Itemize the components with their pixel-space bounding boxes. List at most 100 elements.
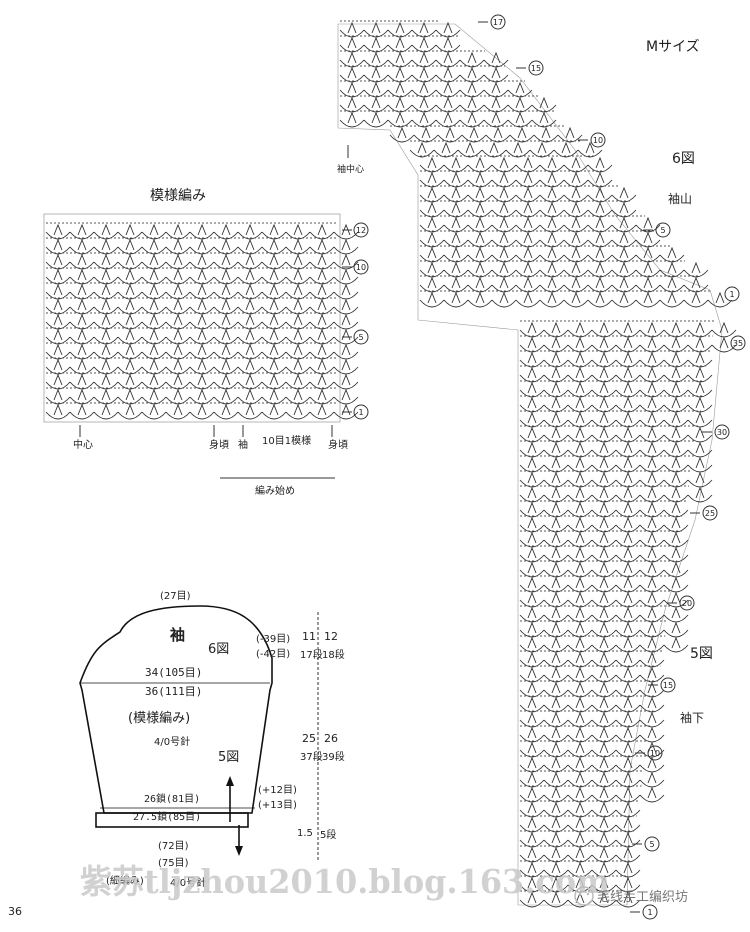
- cap-rows-b: 18段: [322, 648, 345, 661]
- stitch-row: [519, 831, 641, 848]
- inc-a: (+12目): [258, 785, 297, 796]
- stitch-row: [519, 456, 713, 473]
- watermark-url: 紫苏tljzhou2010.blog.163.com: [80, 862, 610, 901]
- stitch-row: [519, 846, 641, 863]
- cuff-height: 1.5: [297, 828, 313, 839]
- stitch-row: [519, 786, 665, 803]
- body-rows-a: 37段: [300, 750, 323, 763]
- chart-row-1b: 1: [647, 908, 652, 917]
- chart-row-15b: 15: [663, 681, 673, 690]
- stitch-row: [519, 516, 689, 533]
- stitch-row: [419, 201, 637, 218]
- page-number: 36: [8, 905, 22, 918]
- increase-arrowhead: [226, 776, 234, 786]
- stitch-row: [519, 636, 689, 653]
- stitch-row: [519, 816, 641, 833]
- swatch-repeat-label: 10目1模様: [262, 434, 311, 447]
- stitch-row: [45, 283, 359, 300]
- swatch-start-label: 編み始め: [255, 484, 295, 497]
- cap-dec-b: (-42目): [256, 649, 290, 660]
- stitch-row: [519, 681, 665, 698]
- stitch-row: [519, 531, 689, 548]
- stitch-row: [519, 336, 737, 353]
- stitch-row: [519, 441, 713, 458]
- stitch-row: [339, 96, 557, 113]
- chart-row-5a: 5: [660, 226, 665, 235]
- swatch-title: 模様編み: [150, 188, 206, 204]
- sleeve-chart: Mサイズ 6図 袖山 5図 袖下 袖中心 17 15 10 5 1 35 30 …: [337, 14, 746, 920]
- stitch-row: [45, 358, 359, 375]
- stitch-row: [519, 741, 665, 758]
- chart-row-20: 20: [682, 599, 692, 608]
- swatch-body-a: 身頃: [209, 438, 229, 451]
- stitch-row: [419, 261, 709, 278]
- stitch-row: [339, 81, 533, 98]
- stitch-row: [45, 268, 359, 285]
- stitch-row: [339, 51, 509, 68]
- sleeve-outline: [79, 605, 273, 814]
- stitch-row: [339, 21, 461, 38]
- cap-height-a: 11: [302, 630, 316, 643]
- swatch-row-1: 1: [358, 408, 363, 417]
- stitch-row: [519, 411, 713, 428]
- watermark-badge: 毛线手工编织坊: [574, 886, 688, 906]
- stitch-row: [519, 666, 665, 683]
- swatch-row-markers: 12 10 5 1: [342, 222, 369, 420]
- wechat-icon: [574, 886, 594, 906]
- stitch-row: [519, 711, 665, 728]
- pattern-name: (模様編み): [128, 710, 190, 726]
- stitch-row: [409, 141, 603, 158]
- cap-height-b: 12: [324, 630, 338, 643]
- chart-row-30: 30: [717, 428, 727, 437]
- width-upper-a: 34(105目): [145, 666, 202, 679]
- stitch-row: [419, 171, 613, 188]
- edging-label: (細編み): [106, 874, 144, 887]
- chart-row-15a: 15: [531, 64, 541, 73]
- edging-needle: 4/0号針: [170, 876, 206, 889]
- stitch-row: [519, 351, 713, 368]
- swatch-row-12: 12: [356, 226, 366, 235]
- cap-rows-a: 17段: [300, 648, 323, 661]
- chart-row-25: 25: [705, 509, 715, 518]
- stitch-row: [389, 126, 583, 143]
- cuff-band: [95, 812, 249, 828]
- swatch-row-10: 10: [356, 263, 366, 272]
- lower-width-a: 26鎖(81目): [144, 792, 200, 805]
- stitch-row: [519, 501, 689, 518]
- stitch-row: [519, 486, 713, 503]
- stitch-row: [45, 403, 359, 420]
- stitch-row: [419, 156, 613, 173]
- width-upper-b: 36(111目): [145, 685, 202, 698]
- stitch-row: [519, 471, 713, 488]
- stitch-row: [45, 253, 359, 270]
- stitch-row: [419, 246, 685, 263]
- pattern-swatch: 模様編み 12 10 5 1 中心 身頃 袖 10目1模様 身頃 編み始め: [43, 188, 369, 497]
- body-height-b: 26: [324, 732, 338, 745]
- figure5-label: 5図: [690, 646, 713, 662]
- chart-row-17: 17: [493, 18, 503, 27]
- stitch-row: [519, 771, 665, 788]
- chart-outline: [337, 23, 723, 906]
- sleeve-center-label: 袖中心: [337, 163, 364, 175]
- stitch-row: [45, 373, 359, 390]
- stitch-row: [519, 366, 713, 383]
- stitch-row: [519, 591, 689, 608]
- stitch-row: [519, 426, 713, 443]
- stitch-row: [45, 298, 359, 315]
- cuff-arrowhead: [235, 846, 243, 856]
- cuff-rows: 5段: [320, 828, 336, 841]
- stitch-row: [519, 561, 689, 578]
- stitch-row: [519, 381, 713, 398]
- stitch-row: [519, 576, 689, 593]
- stitch-row: [519, 621, 689, 638]
- stitch-row: [45, 388, 359, 405]
- stitch-row: [519, 396, 713, 413]
- chart-row-35: 35: [733, 339, 743, 348]
- cap-dec-a: (-39目): [256, 634, 290, 645]
- swatch-center-label: 中心: [73, 438, 93, 451]
- bottom-a: (72目): [158, 841, 189, 852]
- stitch-row: [339, 36, 461, 53]
- stitch-row: [339, 111, 557, 128]
